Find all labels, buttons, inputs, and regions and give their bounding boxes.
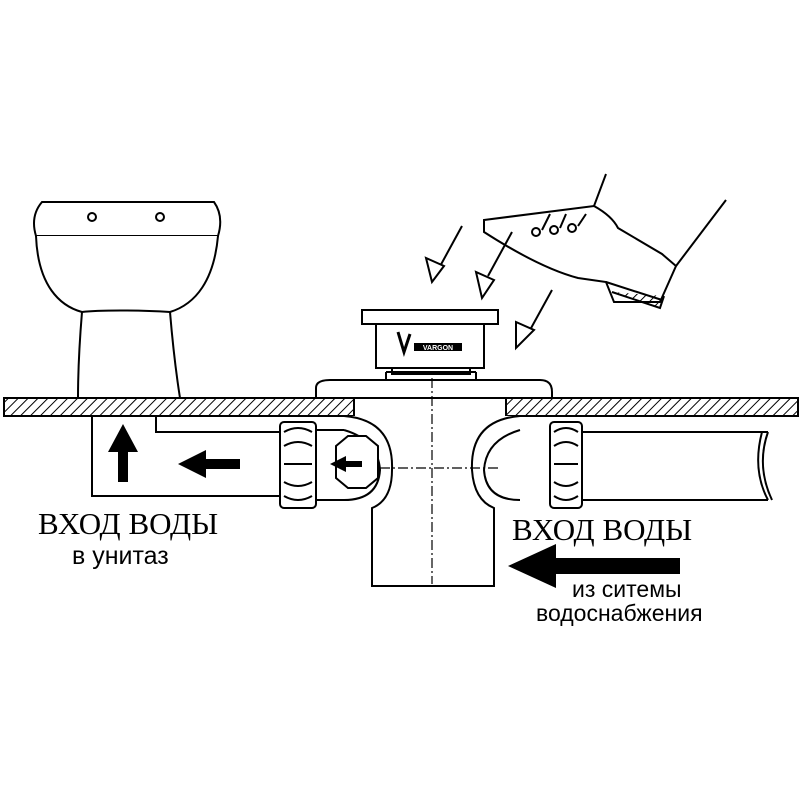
arrow-up-icon	[108, 424, 138, 482]
centerlines	[380, 378, 500, 584]
left-union-nut	[279, 421, 344, 509]
right-inlet-heading: ВХОД ВОДЫ	[512, 512, 693, 547]
flush-pedal	[361, 309, 499, 375]
inflow-arrow-icon	[508, 544, 680, 588]
toilet	[33, 201, 222, 399]
press-arrows	[424, 225, 553, 351]
floor-slab	[3, 397, 799, 417]
left-inlet-subtitle: в унитаз	[72, 542, 169, 570]
right-inlet-subtitle-line2: водоснабжения	[536, 600, 703, 626]
brand-logo-text: VARGON	[423, 345, 453, 352]
right-inlet-subtitle-line1: из ситемы	[572, 576, 682, 602]
leg-lines	[593, 173, 727, 267]
supply-pipe	[582, 431, 773, 501]
shoe	[483, 204, 678, 310]
left-inlet-heading: ВХОД ВОДЫ	[38, 506, 219, 541]
arrow-left-icon	[178, 450, 240, 478]
press-arrow-icon	[515, 289, 553, 351]
right-union-nut	[549, 421, 583, 509]
toilet-inlet-pipe	[91, 416, 284, 497]
press-arrow-icon	[474, 231, 513, 301]
valve-small-arrow-icon	[330, 456, 362, 472]
press-arrow-icon	[424, 225, 463, 285]
brand-logo: VARGON	[396, 331, 462, 357]
